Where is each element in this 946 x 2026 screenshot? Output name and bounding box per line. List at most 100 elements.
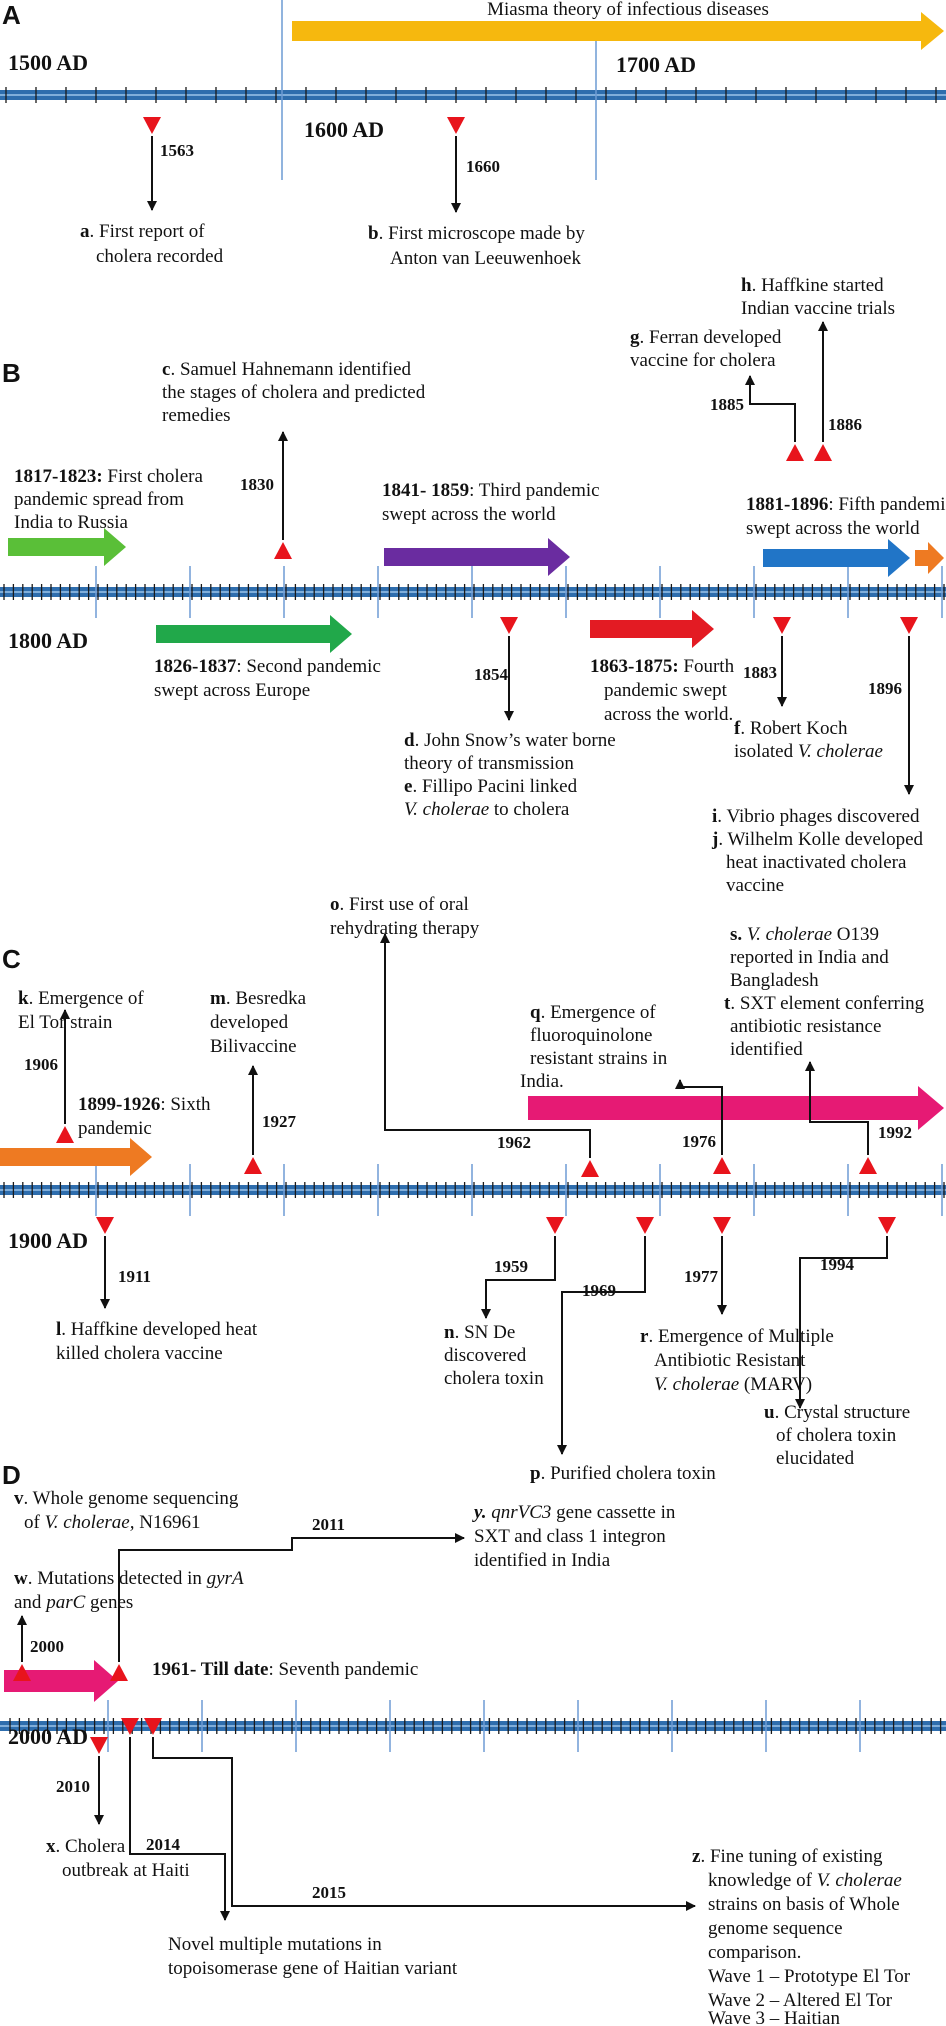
event-u: u. Crystal structure: [764, 1402, 910, 1423]
event-y-line2: SXT and class 1 integron: [474, 1526, 666, 1547]
event-w: w. Mutations detected in gyrA: [14, 1568, 244, 1589]
year-1992: 1992: [878, 1123, 912, 1142]
event-k-line2: El Tor strain: [18, 1012, 113, 1033]
event-a: a. First report of: [80, 221, 205, 242]
year-1885: 1885: [710, 395, 744, 414]
year-1906: 1906: [24, 1055, 58, 1074]
event-z-wave3: Wave 3 – Haitian: [708, 2008, 840, 2026]
marker-1969: [636, 1217, 654, 1234]
connector-1959: [481, 1236, 556, 1319]
panel-b: B 1800 AD 1817-1823: First cholera pande…: [0, 275, 946, 896]
event-q: q. Emergence of: [530, 1002, 656, 1023]
marker-2015: [144, 1718, 162, 1735]
event-w-line2: and parC genes: [14, 1592, 133, 1613]
timeline-axis-b: [0, 566, 946, 618]
event-x-line2: outbreak at Haiti: [62, 1860, 190, 1881]
event-z-wave2: Wave 2 – Altered El Tor: [708, 1990, 893, 2011]
pandemic-3-line2: swept across the world: [382, 504, 556, 525]
year-2014: 2014: [146, 1835, 181, 1854]
pandemic-1-arrow: [8, 528, 126, 566]
event-s-line2: reported in India and: [730, 947, 889, 968]
year-2015: 2015: [312, 1883, 346, 1902]
marker-2000: [13, 1664, 31, 1681]
year-1959: 1959: [494, 1257, 528, 1276]
marker-1886: [814, 444, 832, 461]
event-r-line3: V. cholerae (MARV): [654, 1374, 812, 1395]
year-1896: 1896: [868, 679, 902, 698]
pandemic-4-label: 1863-1875: Fourth: [590, 656, 735, 677]
connector-1992: [805, 1061, 869, 1155]
event-b: b. First microscope made by: [368, 223, 585, 244]
year-1886: 1886: [828, 415, 862, 434]
marker-1906: [56, 1126, 74, 1143]
event-m: m. Besredka: [210, 988, 307, 1009]
event-novel-line2: topoisomerase gene of Haitian variant: [168, 1958, 458, 1979]
pandemic-4-arrow: [590, 610, 714, 648]
connector-1885: [745, 375, 796, 442]
pandemic-7-arrow-c: [528, 1086, 944, 1130]
pandemic-3-label: 1841- 1859: Third pandemic: [382, 480, 600, 501]
panel-a: A Miasma theory of infectious diseases 1…: [0, 0, 946, 269]
event-y: y. qnrVC3 gene cassette in: [472, 1502, 676, 1523]
event-m-line3: Bilivaccine: [210, 1036, 297, 1057]
marker-1976: [713, 1157, 731, 1174]
era-1500: 1500 AD: [8, 50, 88, 75]
panel-b-label: B: [2, 358, 21, 388]
marker-1563: [143, 117, 161, 134]
year-1977: 1977: [684, 1267, 719, 1286]
event-j-line3: vaccine: [726, 875, 784, 896]
connector-2014: [129, 1737, 230, 1921]
event-g: g. Ferran developed: [630, 327, 782, 348]
event-s-line3: Bangladesh: [730, 970, 819, 991]
event-n: n. SN De: [444, 1322, 515, 1343]
pandemic-1-line2: pandemic spread from: [14, 489, 184, 510]
marker-1885: [786, 444, 804, 461]
era-1700: 1700 AD: [616, 52, 696, 77]
event-h-line2: Indian vaccine trials: [741, 298, 895, 319]
pandemic-2-line2: swept across Europe: [154, 680, 310, 701]
event-a-line2: cholera recorded: [96, 246, 224, 267]
event-v: v. Whole genome sequencing: [14, 1488, 239, 1509]
year-2010: 2010: [56, 1777, 90, 1796]
connector-1962: [380, 933, 591, 1158]
year-1911: 1911: [118, 1267, 151, 1286]
event-q-line2: fluoroquinolone: [530, 1025, 652, 1046]
panel-d-label: D: [2, 1460, 21, 1490]
event-r-line2: Antibiotic Resistant: [654, 1350, 806, 1371]
pandemic-5-label: 1881-1896: Fifth pandemic: [746, 494, 946, 515]
event-q-line4: India.: [520, 1071, 564, 1092]
pandemic-5-arrow: [763, 539, 910, 577]
marker-1959: [546, 1217, 564, 1234]
connector-1976: [675, 1079, 723, 1155]
year-1854: 1854: [474, 665, 509, 684]
event-p: p. Purified cholera toxin: [530, 1463, 716, 1484]
era-1600: 1600 AD: [304, 117, 384, 142]
pandemic-6-line2: pandemic: [78, 1118, 152, 1139]
miasma-arrow: [292, 12, 944, 50]
year-1994: 1994: [820, 1255, 855, 1274]
panel-d: D 2000 AD 1961- Till date: Seventh pande…: [0, 1460, 946, 2026]
era-2000: 2000 AD: [8, 1724, 88, 1749]
panel-c-label: C: [2, 944, 21, 974]
event-t-line3: identified: [730, 1039, 803, 1060]
panel-a-label: A: [2, 0, 21, 30]
timeline-axis-c: [0, 1164, 946, 1216]
pandemic-6-arrow-start: [915, 542, 944, 574]
era-1900: 1900 AD: [8, 1228, 88, 1253]
year-2011: 2011: [312, 1515, 345, 1534]
connector-2015: [152, 1737, 696, 1911]
pandemic-4-line3: across the world.: [604, 704, 733, 725]
marker-1977: [713, 1217, 731, 1234]
marker-1962: [581, 1160, 599, 1177]
pandemic-4-line2: pandemic swept: [604, 680, 728, 701]
event-u-line3: elucidated: [776, 1448, 855, 1469]
event-q-line3: resistant strains in: [530, 1048, 668, 1069]
event-b-line2: Anton van Leeuwenhoek: [390, 248, 581, 269]
event-c-line2: the stages of cholera and predicted: [162, 382, 426, 403]
event-o: o. First use of oral: [330, 894, 469, 915]
event-m-line2: developed: [210, 1012, 289, 1033]
year-1969: 1969: [582, 1281, 616, 1300]
year-2000: 2000: [30, 1637, 64, 1656]
event-y-line3: identified in India: [474, 1550, 611, 1571]
